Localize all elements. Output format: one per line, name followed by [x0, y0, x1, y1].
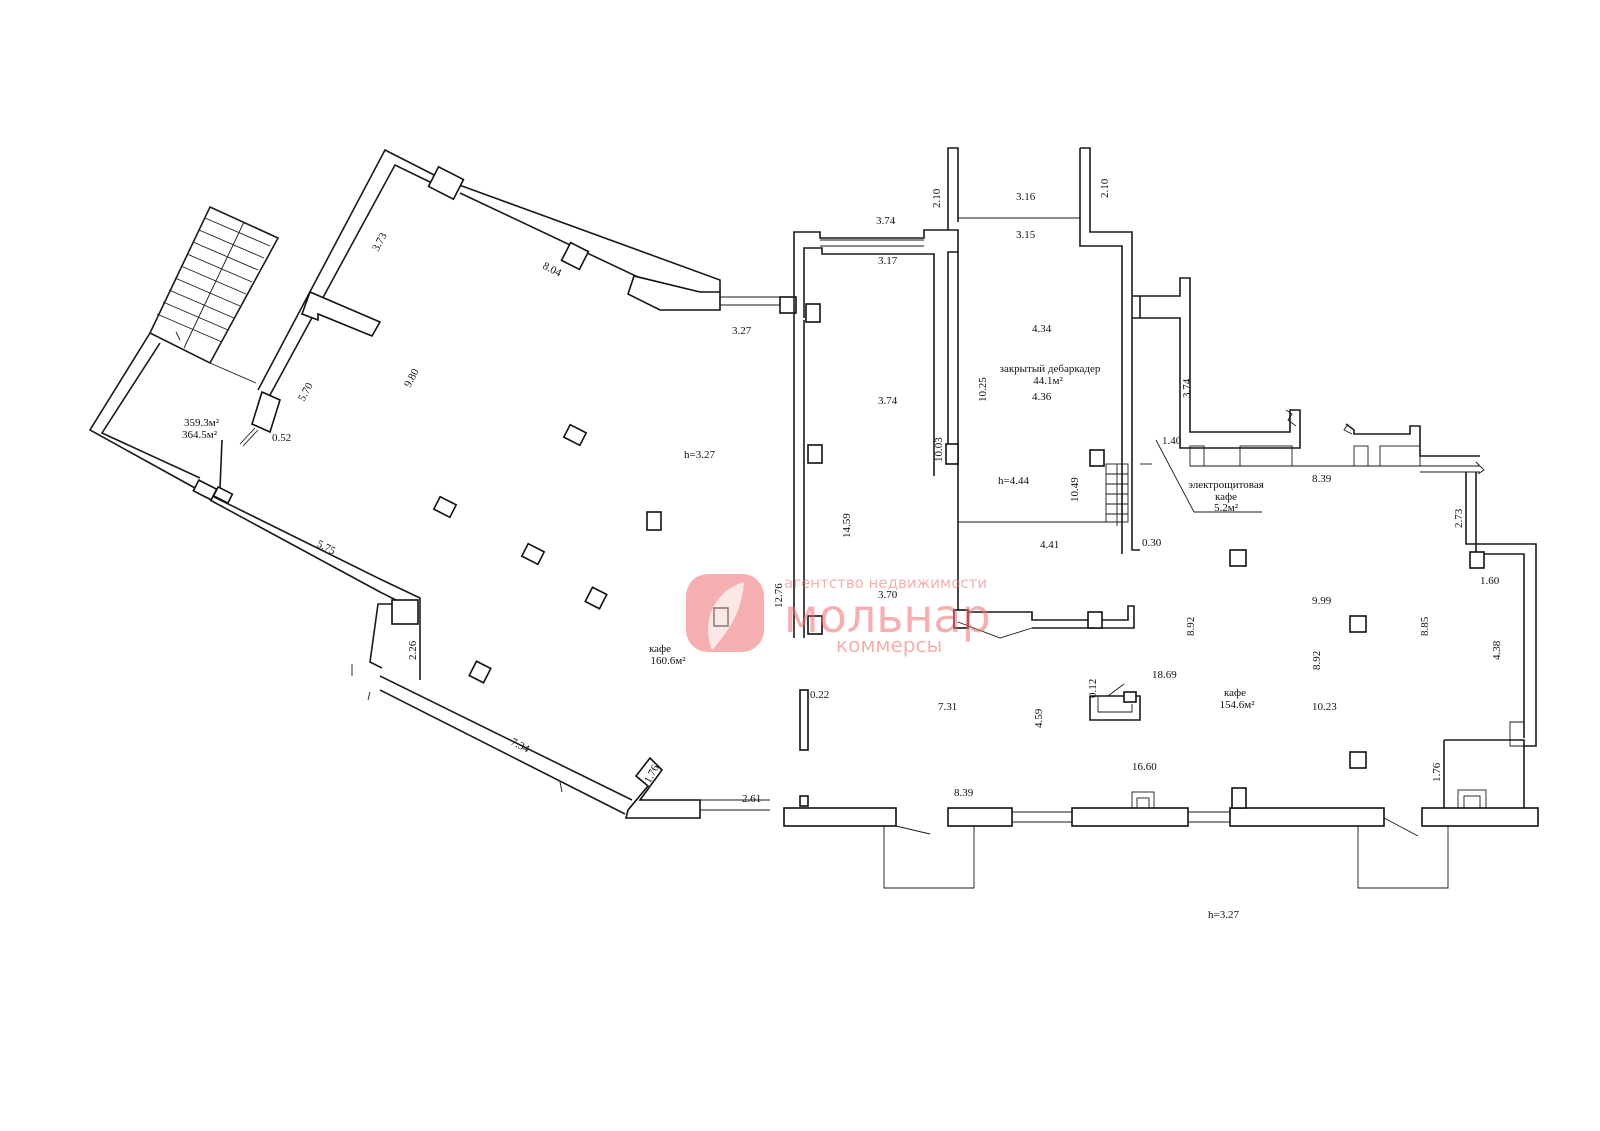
dimension: 2.73 — [1453, 508, 1465, 528]
total-area-1: 359.3м² — [184, 417, 220, 429]
dimension: 5.70 — [296, 380, 316, 403]
dock-ramp — [1105, 463, 1129, 526]
left-cafe-name: кафе — [649, 643, 671, 655]
dimension: 3.15 — [1016, 229, 1036, 241]
dimension: 9.99 — [1312, 595, 1332, 607]
height-dock: h=4.44 — [998, 475, 1029, 487]
dimension: 10.25 — [977, 377, 989, 402]
height-left: h=3.27 — [684, 449, 715, 461]
dimension: 1.60 — [1480, 575, 1500, 587]
dimension: 4.59 — [1033, 708, 1045, 728]
dock-area: 44.1м² — [1033, 375, 1063, 387]
dimension: 9.80 — [402, 366, 422, 389]
dimension: 0.12 — [1087, 679, 1099, 698]
dimension: 4.34 — [1032, 323, 1052, 335]
electric-room-name: электрощитовая — [1188, 479, 1264, 491]
dimension: 0.52 — [272, 432, 291, 444]
dimension: 8.04 — [541, 260, 564, 280]
stair-steps — [156, 217, 271, 349]
dimension: 3.70 — [878, 589, 898, 601]
room-labels: 359.3м² 364.5м² кафе 160.6м² кафе 154.6м… — [182, 363, 1264, 921]
left-cafe-columns — [432, 423, 729, 684]
dimension: 8.39 — [1312, 473, 1332, 485]
dimension: 12.76 — [773, 583, 785, 608]
dimension: 4.36 — [1032, 391, 1052, 403]
staircase — [148, 205, 280, 365]
dimension: 7.34 — [509, 736, 532, 756]
dimension: 4.38 — [1491, 640, 1503, 660]
dimension: 8.39 — [954, 787, 974, 799]
watermark-logo-icon — [686, 574, 764, 652]
dimension: 3.73 — [370, 230, 390, 253]
watermark: агентство недвижимости мольнар коммерсы — [686, 574, 991, 657]
dimension: 1.40 — [1162, 435, 1182, 447]
center-walls — [793, 147, 1140, 807]
dimension: 4.41 — [1040, 539, 1059, 551]
height-bottom: h=3.27 — [1208, 909, 1239, 921]
dimension: 8.92 — [1311, 651, 1323, 670]
dimension: 2.10 — [1099, 178, 1111, 198]
dock-name: закрытый дебаркадер — [1000, 363, 1101, 375]
left-cafe-area: 160.6м² — [650, 655, 686, 667]
dimension: 16.60 — [1132, 761, 1157, 773]
dimension: 3.74 — [876, 215, 896, 227]
dimension: 10.03 — [933, 437, 945, 462]
dimension: 1.76 — [1431, 762, 1443, 782]
dimension: 14.59 — [841, 513, 853, 538]
dimension: 2.26 — [407, 640, 419, 660]
dimension: 5.75 — [315, 538, 338, 558]
electric-room-subname: кафе — [1215, 491, 1237, 503]
dimension: 3.74 — [1181, 378, 1193, 398]
right-cafe-area: 154.6м² — [1219, 699, 1255, 711]
dimension: 3.74 — [878, 395, 898, 407]
dimension: 0.22 — [810, 689, 829, 701]
dimension: 8.85 — [1419, 616, 1431, 636]
right-walls — [1089, 277, 1537, 813]
dimension: 3.16 — [1016, 191, 1036, 203]
dimension-labels: 3.73 8.04 3.27 9.80 5.70 0.52 5.75 2.26 … — [272, 178, 1503, 805]
dimension: 2.61 — [742, 793, 761, 805]
dimension: 2.10 — [931, 188, 943, 208]
right-cafe-name: кафе — [1224, 687, 1246, 699]
watermark-brand: мольнар — [784, 589, 991, 643]
dimension: 18.69 — [1152, 669, 1177, 681]
dimension: 3.17 — [878, 255, 898, 267]
dimension: 10.23 — [1312, 701, 1337, 713]
dimension: 3.27 — [732, 325, 752, 337]
total-area-2: 364.5м² — [182, 429, 218, 441]
dimension: 10.49 — [1069, 477, 1081, 502]
dimension: 7.31 — [938, 701, 957, 713]
watermark-tagline: агентство недвижимости — [784, 574, 987, 592]
bottom-wall — [783, 787, 1539, 889]
left-cafe-walls — [88, 148, 797, 819]
dimension: 8.92 — [1185, 617, 1197, 636]
dimension: 0.30 — [1142, 537, 1162, 549]
electric-room-area: 5.2м² — [1214, 502, 1239, 514]
watermark-sub: коммерсы — [836, 633, 942, 657]
